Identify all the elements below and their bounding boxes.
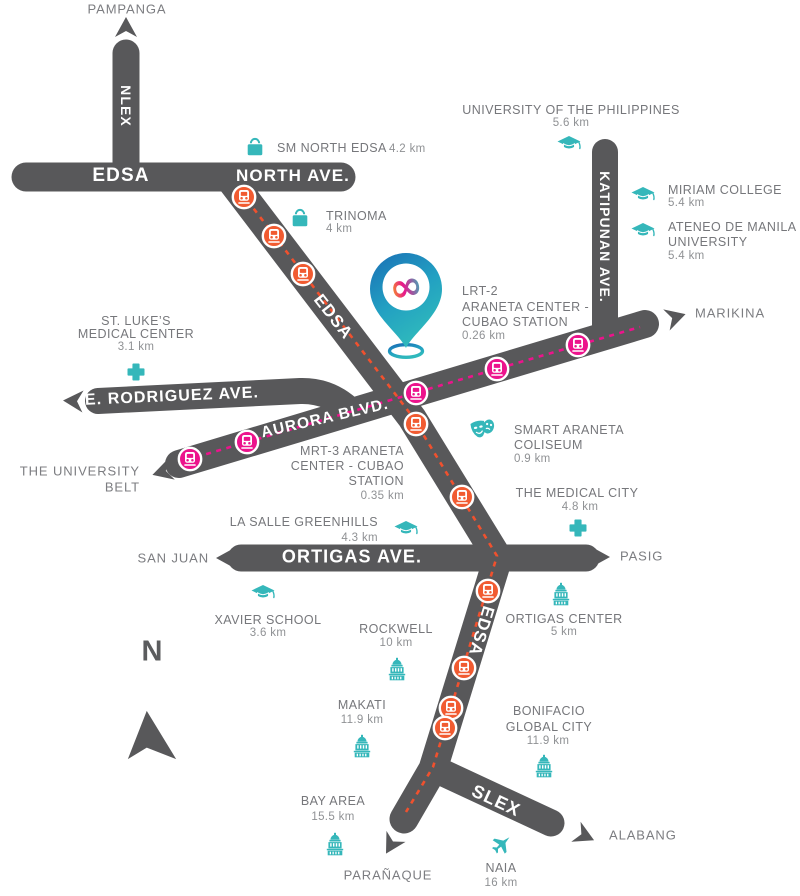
mrt3-line bbox=[239, 191, 499, 813]
mrt3-station-icon bbox=[261, 223, 287, 249]
mrt3-station-icon bbox=[451, 655, 477, 681]
mrt3-station-icon bbox=[475, 578, 501, 604]
medical-cross-icon bbox=[127, 363, 145, 381]
graduation-cap-icon bbox=[556, 135, 582, 150]
graduation-cap-icon bbox=[393, 520, 419, 535]
lrt2-station-icon bbox=[403, 380, 429, 406]
graduation-cap-icon bbox=[630, 222, 656, 237]
lrt2-station-icon bbox=[234, 429, 260, 455]
marikina-arrow-icon bbox=[663, 303, 689, 331]
theater-masks-icon bbox=[469, 417, 497, 440]
north-arrow-icon bbox=[127, 710, 177, 760]
mrt3-station-icon bbox=[231, 184, 257, 210]
building-icon bbox=[353, 734, 371, 758]
shopping-bag-icon bbox=[246, 137, 264, 157]
pampanga-arrow-icon bbox=[115, 17, 137, 37]
graduation-cap-icon bbox=[630, 186, 656, 201]
building-icon bbox=[388, 657, 406, 681]
lrt2-station-icon bbox=[565, 332, 591, 358]
shopping-bag-icon bbox=[291, 208, 309, 228]
medical-cross-icon bbox=[569, 519, 587, 537]
road-e-rodriguez bbox=[85, 377, 365, 425]
mrt3-station-icon bbox=[449, 484, 475, 510]
mrt3-station-icon bbox=[403, 411, 429, 437]
building-icon bbox=[535, 754, 553, 778]
mrt3-station-icon bbox=[432, 715, 458, 741]
lrt2-station-icon bbox=[177, 446, 203, 472]
lrt2-station-icon bbox=[484, 356, 510, 382]
paranaque-arrow-icon bbox=[376, 830, 406, 860]
road-slex bbox=[423, 756, 565, 837]
e-rodriguez-arrow-icon bbox=[62, 389, 84, 413]
building-icon bbox=[552, 582, 570, 606]
building-icon bbox=[326, 832, 344, 856]
mrt3-station-icon bbox=[290, 261, 316, 287]
graduation-cap-icon bbox=[250, 584, 276, 599]
location-pin-icon: ∞ bbox=[370, 253, 442, 360]
alabang-arrow-icon bbox=[571, 821, 599, 851]
airplane-icon bbox=[488, 830, 516, 858]
pin-inner-circle bbox=[382, 263, 430, 311]
landmark-icons bbox=[127, 135, 656, 858]
